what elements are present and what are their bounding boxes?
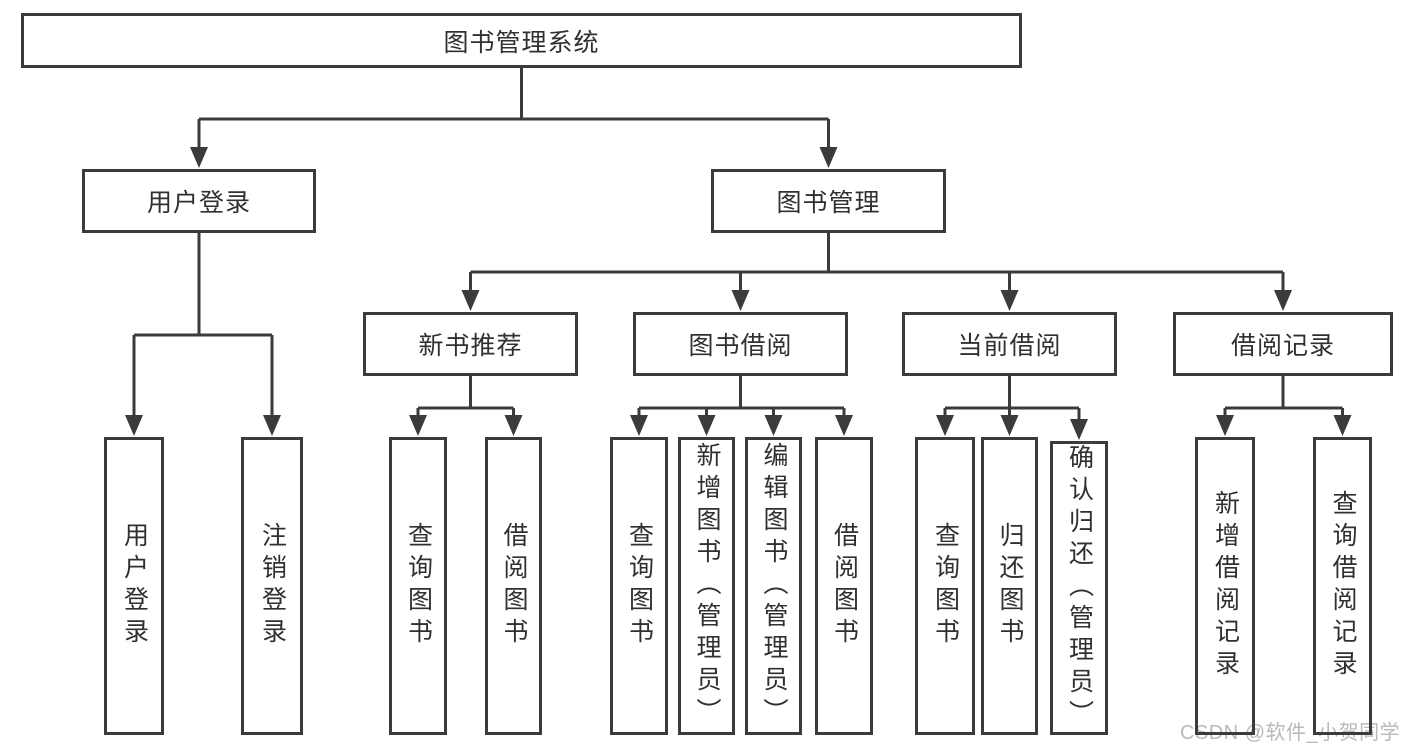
leaf-query-books-borrow-label: 查询图书 xyxy=(625,522,654,650)
node-new-book-recommendation: 新书推荐 xyxy=(363,312,578,376)
leaf-query-books-current-label: 查询图书 xyxy=(931,522,960,650)
node-library-management-system: 图书管理系统 xyxy=(21,13,1022,68)
connectors-root-to-level2 xyxy=(190,68,838,168)
leaf-query-books-newbook-label: 查询图书 xyxy=(404,522,433,650)
leaf-borrow-books: 借阅图书 xyxy=(815,437,873,735)
connectors-current-borrow-to-leaves xyxy=(936,376,1088,440)
leaf-confirm-return-admin-label: 确认归还（管理员） xyxy=(1065,444,1094,732)
connectors-book-mgmt-to-level3 xyxy=(461,233,1292,311)
node-user-login: 用户登录 xyxy=(82,169,316,233)
leaf-logout: 注销登录 xyxy=(241,437,303,735)
leaf-query-borrow-record-label: 查询借阅记录 xyxy=(1329,490,1357,682)
leaf-add-books-admin-label: 新增图书（管理员） xyxy=(693,442,721,730)
leaf-user-login-label: 用户登录 xyxy=(120,522,149,650)
leaf-query-borrow-record: 查询借阅记录 xyxy=(1313,437,1372,735)
node-book-management: 图书管理 xyxy=(711,169,946,233)
leaf-user-login: 用户登录 xyxy=(104,437,164,735)
leaf-return-books-label: 归还图书 xyxy=(996,522,1024,650)
node-current-borrowing: 当前借阅 xyxy=(902,312,1117,376)
connectors-user-login-to-leaves xyxy=(125,233,281,436)
leaf-borrow-books-newbook-label: 借阅图书 xyxy=(500,522,528,650)
leaf-query-books-newbook: 查询图书 xyxy=(389,437,447,735)
leaf-query-books-borrow: 查询图书 xyxy=(610,437,668,735)
leaf-logout-label: 注销登录 xyxy=(258,522,287,650)
connectors-borrow-record-to-leaves xyxy=(1216,376,1352,436)
leaf-confirm-return-admin: 确认归还（管理员） xyxy=(1050,441,1108,735)
leaf-return-books: 归还图书 xyxy=(981,437,1038,735)
leaf-borrow-books-newbook: 借阅图书 xyxy=(485,437,542,735)
leaf-add-borrow-record-label: 新增借阅记录 xyxy=(1211,490,1240,682)
leaf-borrow-books-label: 借阅图书 xyxy=(830,522,859,650)
leaf-edit-books-admin: 编辑图书（管理员） xyxy=(745,437,802,735)
leaf-add-borrow-record: 新增借阅记录 xyxy=(1195,437,1255,735)
connectors-book-borrow-to-leaves xyxy=(630,376,853,436)
node-borrowing-records: 借阅记录 xyxy=(1173,312,1393,376)
connectors-new-book-to-leaves xyxy=(409,376,523,436)
csdn-watermark: CSDN @软件_小贺同学 xyxy=(1180,722,1401,744)
leaf-edit-books-admin-label: 编辑图书（管理员） xyxy=(760,442,788,730)
leaf-query-books-current: 查询图书 xyxy=(915,437,975,735)
node-book-borrowing: 图书借阅 xyxy=(633,312,848,376)
leaf-add-books-admin: 新增图书（管理员） xyxy=(678,437,735,735)
